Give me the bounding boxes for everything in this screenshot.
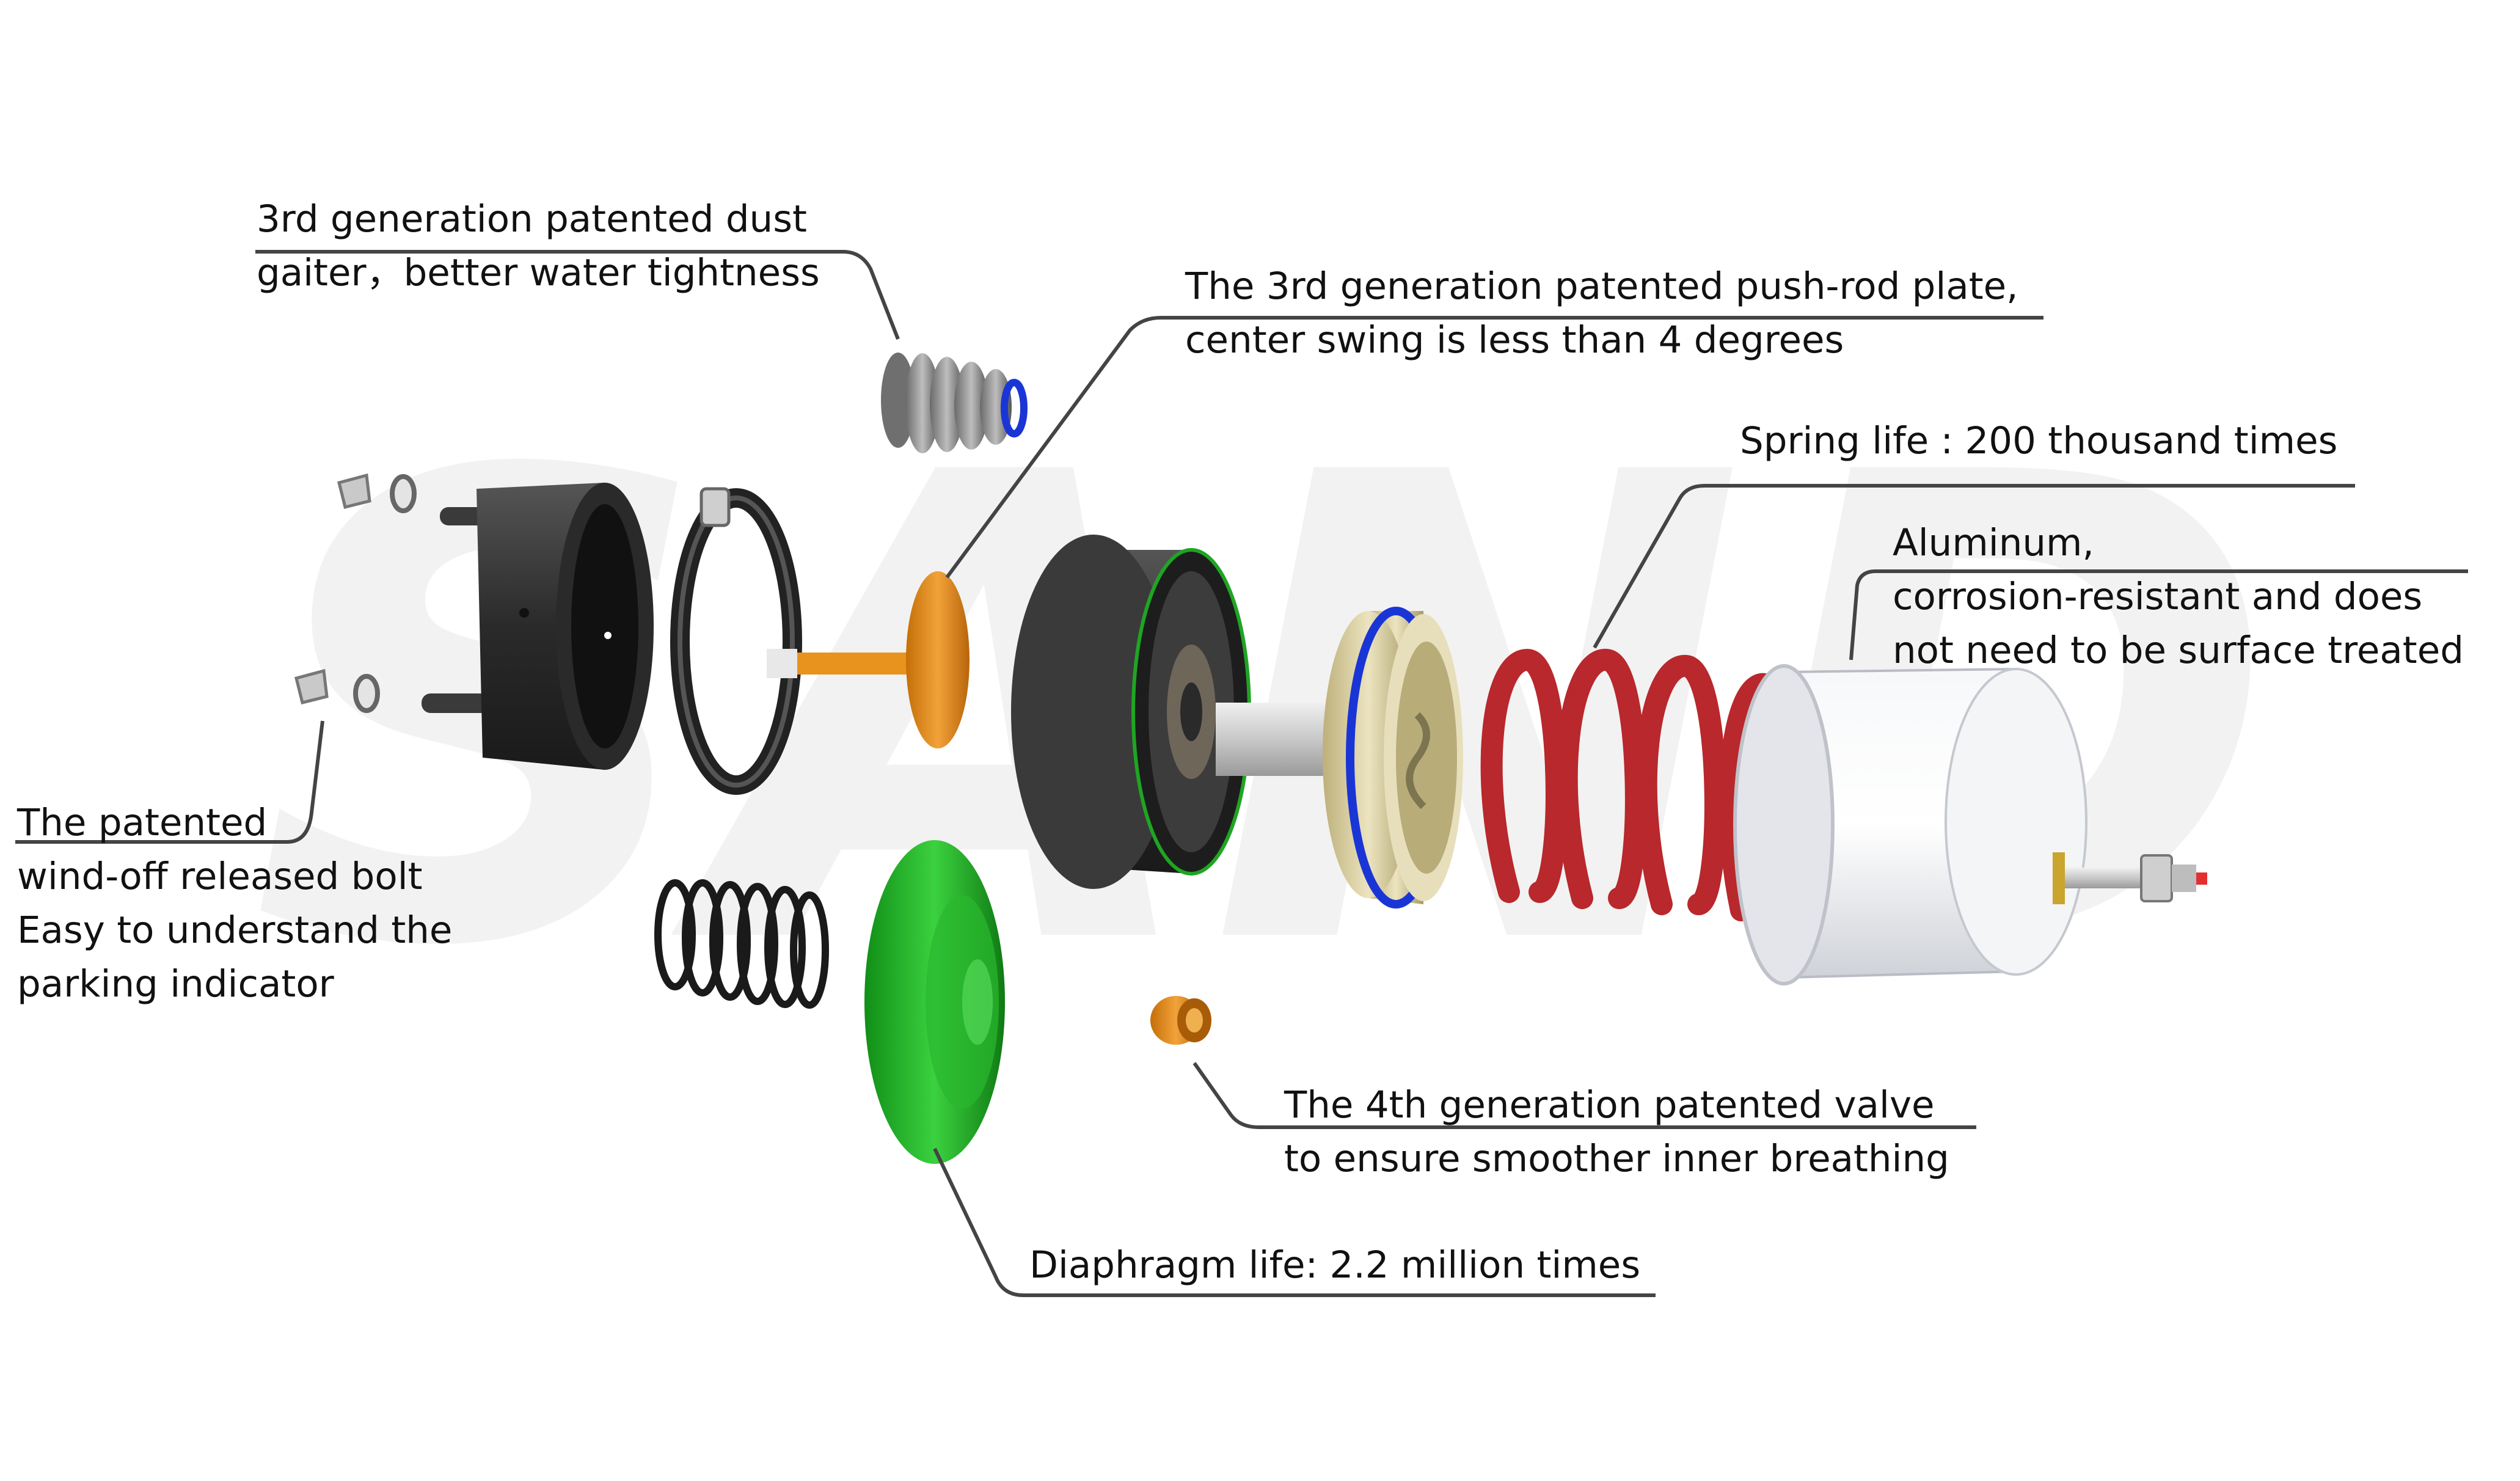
leader-lines [15,250,2468,1297]
label-dust-gaiter-line-1: 3rd generation patented dust [257,197,807,241]
label-spring-life: Spring life : 200 thousand times [1740,414,2337,468]
label-dust-gaiter: 3rd generation patented dust gaiter，bett… [257,192,820,300]
leader-aluminum [1849,569,2468,660]
leader-push-rod-plate [945,316,2043,579]
leader-diaphragm-life [933,1147,1656,1297]
label-spring-life-line-1: Spring life : 200 thousand times [1740,419,2338,463]
label-push-rod-plate-line-1: The 3rd generation patented push-rod pla… [1185,265,2018,308]
push-rod-plate [767,571,970,748]
label-release-bolt-line-3: Easy to understand the [17,909,453,952]
diaphragm [864,840,1005,1164]
leader-spring-life [1593,484,2355,649]
piston [1323,607,1463,909]
leader-dust-gaiter [255,250,900,340]
aluminum-cylinder [1733,664,2207,986]
label-release-bolt-line-1: The patented [17,801,268,844]
middle-housing [1011,535,1251,889]
label-diaphragm-life-line-1: Diaphragm life: 2.2 million times [1029,1243,1641,1287]
label-release-bolt: The patented wind-off released bolt Easy… [17,796,452,1011]
main-spring [1480,648,1777,921]
label-diaphragm-life: Diaphragm life: 2.2 million times [1029,1238,1640,1292]
valve [1150,996,1211,1045]
label-push-rod-plate-line-2: center swing is less than 4 degrees [1185,318,1844,362]
return-spring [654,879,829,1009]
label-aluminum: Aluminum, corrosion-resistant and does n… [1893,516,2464,678]
release-bolt-parts [294,473,417,713]
clamp-ring [670,487,802,795]
label-valve: The 4th generation patented valve to ens… [1284,1078,1949,1186]
label-release-bolt-line-2: wind-off released bolt [17,855,423,898]
label-push-rod-plate: The 3rd generation patented push-rod pla… [1185,260,2018,367]
label-aluminum-line-2: corrosion-resistant and does [1893,575,2423,618]
leader-valve [1192,1062,1976,1129]
label-aluminum-line-1: Aluminum, [1893,521,2094,565]
housing-cover [422,483,654,770]
dust-gaiter [881,353,1028,453]
label-release-bolt-line-4: parking indicator [17,962,334,1006]
label-valve-line-2: to ensure smoother inner breathing [1284,1137,1949,1180]
leader-release-bolt [15,720,324,844]
label-aluminum-line-3: not need to be surface treated [1893,629,2464,672]
label-dust-gaiter-line-2: gaiter，better water tightness [257,251,820,294]
label-valve-line-1: The 4th generation patented valve [1284,1083,1935,1127]
